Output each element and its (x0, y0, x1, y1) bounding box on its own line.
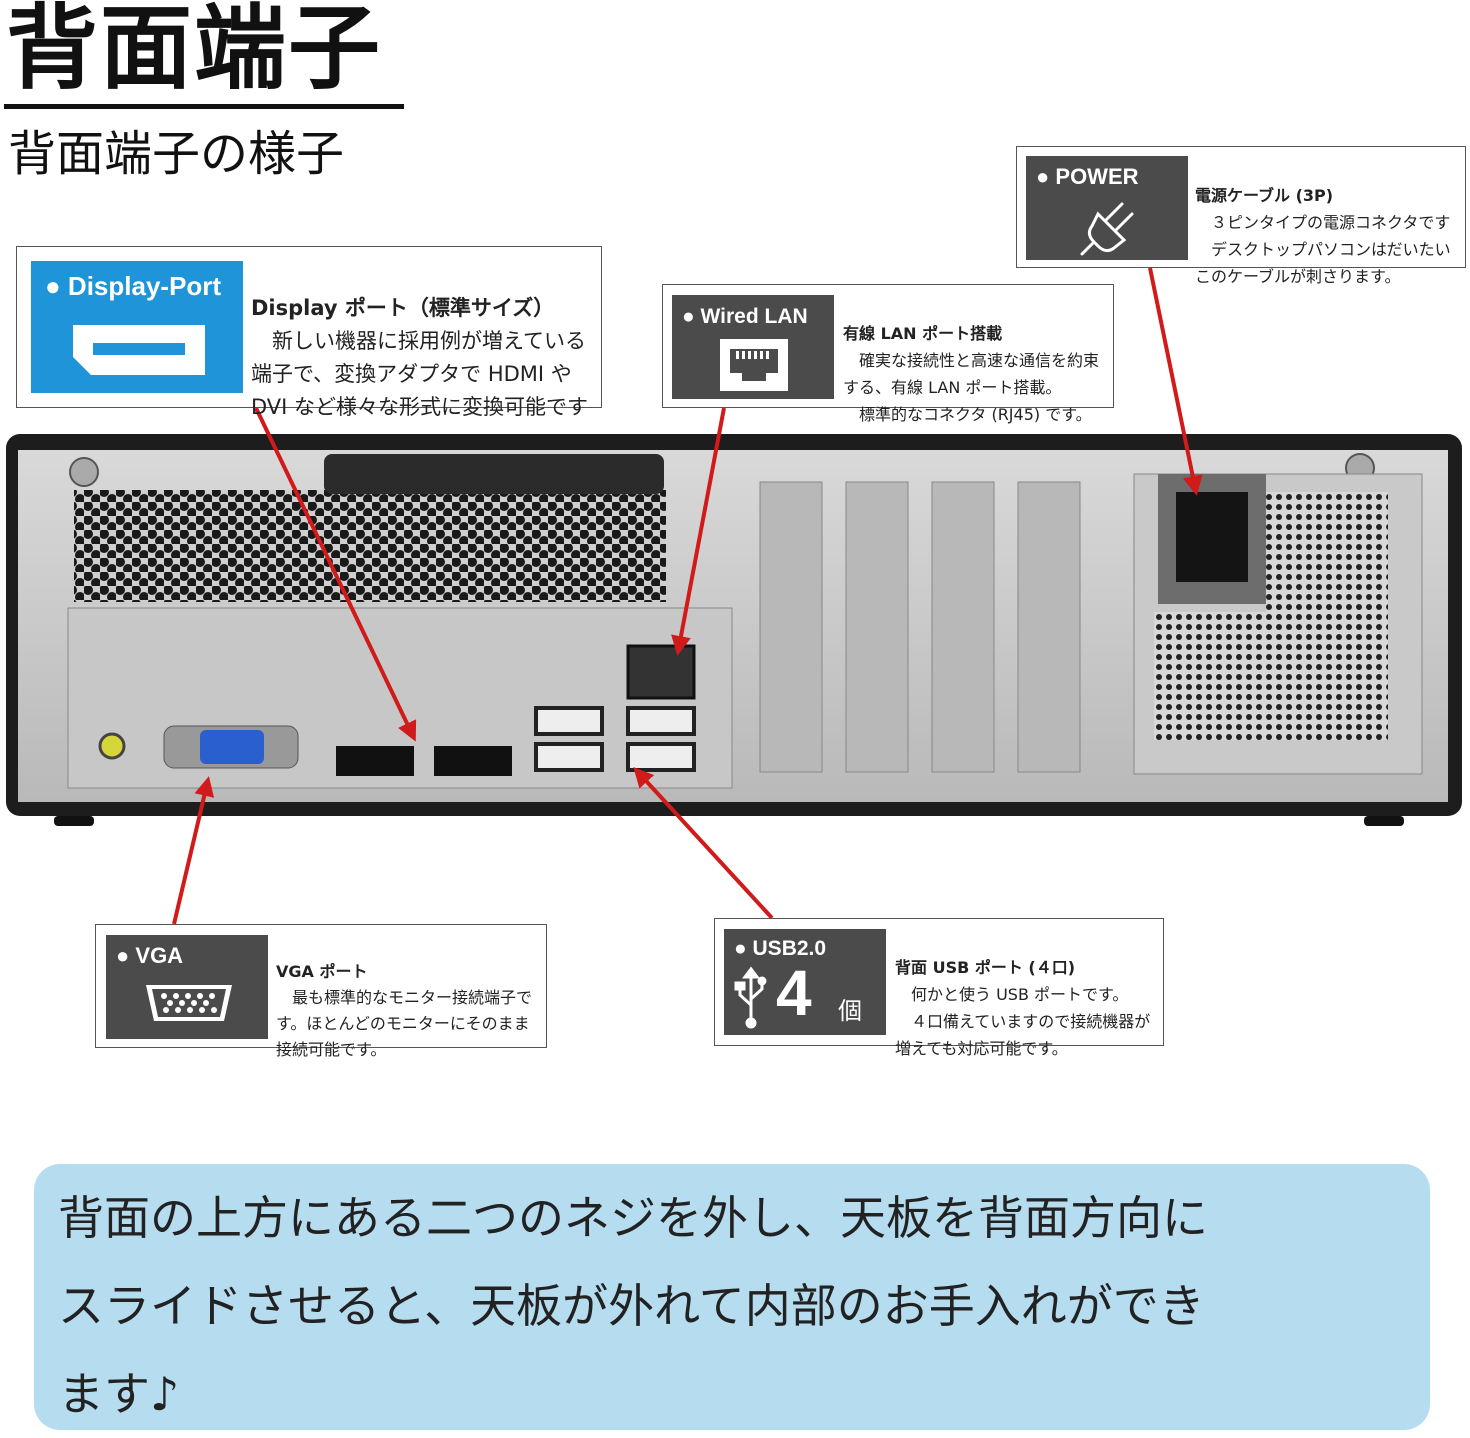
handle-slot (324, 454, 664, 494)
psu-grill (1154, 612, 1388, 740)
vga-port-icon (146, 985, 232, 1021)
usb-count: 4 (776, 957, 812, 1029)
lan-badge-label: ● Wired LAN (682, 305, 808, 328)
page-subtitle: 背面端子の様子 (8, 126, 345, 182)
arrow-vga (172, 776, 215, 925)
usb-text: 背面 USB ポート (４口) 何かと使う USB ポートです。 ４口備えていま… (895, 927, 1161, 1062)
usb-port-6 (626, 706, 696, 736)
displayport-badge-label: ● Display-Port (45, 271, 222, 301)
vga-text: VGA ポート 最も標準的なモニター接続端子で す。ほとんどのモニターにそのまま… (276, 933, 538, 1063)
vga-badge-label: ● VGA (116, 943, 184, 968)
displayport-text: Display ポート（標準サイズ） 新しい機器に採用例が増えている 端子で、変… (251, 259, 596, 424)
usb-badge-label: ● USB2.0 (734, 937, 827, 960)
usb-badge: ● USB2.0 4 個 (724, 929, 886, 1035)
lan-port-icon (720, 339, 788, 391)
power-body: ３ピンタイプの電源コネクタです デスクトップパソコンはだいたい このケーブルが刺… (1195, 213, 1451, 286)
foot-right (1364, 816, 1404, 826)
slot-cover-4 (1017, 481, 1081, 773)
arrow-lan (671, 407, 726, 656)
maintenance-note: 背面の上方にある二つのネジを外し、天板を背面方向に スライドさせると、天板が外れ… (34, 1164, 1430, 1430)
power-inlet (1176, 492, 1248, 582)
foot-left (54, 816, 94, 826)
lan-text: 有線 LAN ポート搭載 確実な接続性と高速な通信を約束 する、有線 LAN ポ… (843, 293, 1113, 428)
slot-cover-3 (931, 481, 995, 773)
lan-body: 確実な接続性と高速な通信を約束 する、有線 LAN ポート搭載。 標準的なコネク… (843, 351, 1100, 424)
arrow-displayport (254, 407, 417, 742)
displayport-2 (434, 746, 512, 776)
usb-port-5 (626, 742, 696, 772)
callout-wired-lan: ● Wired LAN 有線 LAN ポート搭載 確実な接続性と高速な通信を約束… (662, 284, 1114, 424)
displayport-1 (336, 746, 414, 776)
vga-port (200, 730, 264, 764)
slot-cover-2 (845, 481, 909, 773)
top-vent (74, 490, 666, 602)
title-underline (4, 104, 404, 109)
displayport-badge: ● Display-Port (31, 261, 243, 393)
displayport-body: 新しい機器に採用例が増えている 端子で、変換アダプタで HDMI や DVI な… (251, 329, 589, 419)
callout-usb: ● USB2.0 4 個 背面 USB ポート (４口) 何かと使う USB ポ… (714, 918, 1164, 1058)
page-title: 背面端子 (6, 0, 383, 102)
callout-power: ● POWER 電源ケーブル (3P) ３ピンタイプの電源コネクタです デスクト… (1016, 146, 1466, 286)
power-badge: ● POWER (1026, 156, 1188, 260)
lan-title: 有線 LAN ポート搭載 (843, 324, 1003, 343)
psu-grill-top (1266, 492, 1388, 612)
vga-title: VGA ポート (276, 962, 368, 981)
maintenance-note-text: 背面の上方にある二つのネジを外し、天板を背面方向に スライドさせると、天板が外れ… (58, 1191, 1208, 1421)
slot-cover-1 (759, 481, 823, 773)
callout-displayport: ● Display-Port Display ポート（標準サイズ） 新しい機器に… (16, 246, 602, 419)
power-text: 電源ケーブル (3P) ３ピンタイプの電源コネクタです デスクトップパソコンはだ… (1195, 155, 1465, 290)
usb-title: 背面 USB ポート (４口) (895, 958, 1076, 977)
usb-port-8 (534, 706, 604, 736)
vga-body: 最も標準的なモニター接続端子で す。ほとんどのモニターにそのまま 接続可能です。 (276, 988, 533, 1059)
power-badge-label: ● POWER (1036, 164, 1139, 189)
power-plug-icon (1080, 202, 1134, 256)
usb-port-7 (534, 742, 604, 772)
usb-count-unit: 個 (838, 997, 862, 1025)
lan-badge: ● Wired LAN (672, 295, 834, 399)
audio-jack (98, 732, 126, 760)
power-title: 電源ケーブル (3P) (1195, 186, 1334, 205)
arrow-usb (633, 767, 774, 920)
callout-vga: ● VGA VGA ポート 最も標準的なモニター接続端子で す。ほとんどのモニタ… (95, 924, 547, 1059)
usb-body: 何かと使う USB ポートです。 ４口備えていますので接続機器が 増えても対応可… (895, 985, 1151, 1058)
usb-icon (734, 966, 767, 1029)
screw-left (69, 457, 99, 487)
pc-rear-illustration (6, 434, 1462, 826)
displayport-title: Display ポート（標準サイズ） (251, 296, 555, 320)
arrow-power (1148, 267, 1203, 496)
displayport-icon (73, 325, 205, 375)
vga-badge: ● VGA (106, 935, 268, 1039)
